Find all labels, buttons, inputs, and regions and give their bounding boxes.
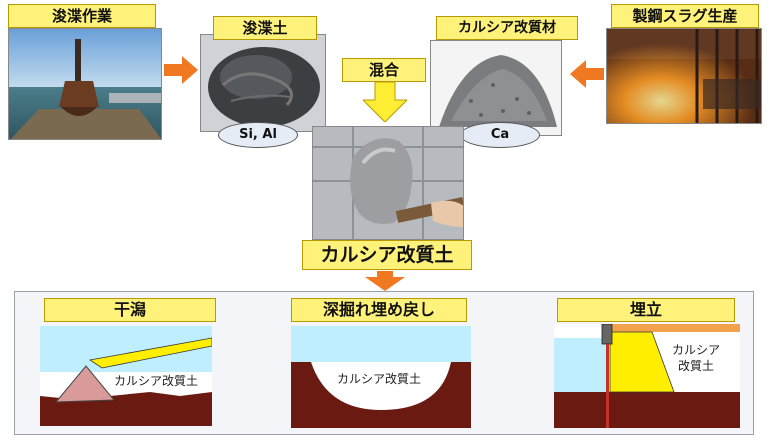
tidal-flat-title: 干潟	[44, 298, 216, 322]
backfill-fill-text: カルシア改質土	[337, 372, 422, 386]
si-al-ellipse: Si, Al	[218, 122, 298, 148]
ca-ellipse: Ca	[460, 122, 540, 148]
mix-label: 混合	[342, 58, 426, 82]
reclamation-diagram: カルシア 改質土	[554, 324, 740, 428]
dredged-soil-photo	[200, 34, 326, 132]
dredging-label: 浚渫作業	[8, 4, 156, 28]
steel-slag-photo	[606, 28, 762, 124]
calcia-material-photo	[430, 40, 562, 136]
mixed-soil-photo	[312, 126, 464, 240]
tidal-flat-diagram: カルシア改質土	[40, 326, 212, 426]
dredging-photo	[8, 28, 162, 140]
calcia-material-label: カルシア改質材	[436, 16, 578, 40]
reclamation-fill-text: カルシア 改質土	[672, 343, 721, 373]
product-label: カルシア改質土	[302, 240, 472, 270]
arrow-down-orange-icon	[365, 271, 405, 291]
reclamation-title: 埋立	[557, 298, 735, 322]
steel-slag-label: 製鋼スラグ生産	[611, 4, 759, 28]
arrow-left-icon	[570, 60, 604, 88]
arrow-right-icon	[164, 56, 198, 84]
arrow-down-icon	[363, 82, 407, 122]
tidal-flat-fill-text: カルシア改質土	[114, 374, 199, 388]
backfill-diagram: カルシア改質土	[291, 326, 471, 428]
dredged-soil-label: 浚渫土	[213, 16, 317, 40]
backfill-title: 深掘れ埋め戻し	[291, 298, 467, 322]
